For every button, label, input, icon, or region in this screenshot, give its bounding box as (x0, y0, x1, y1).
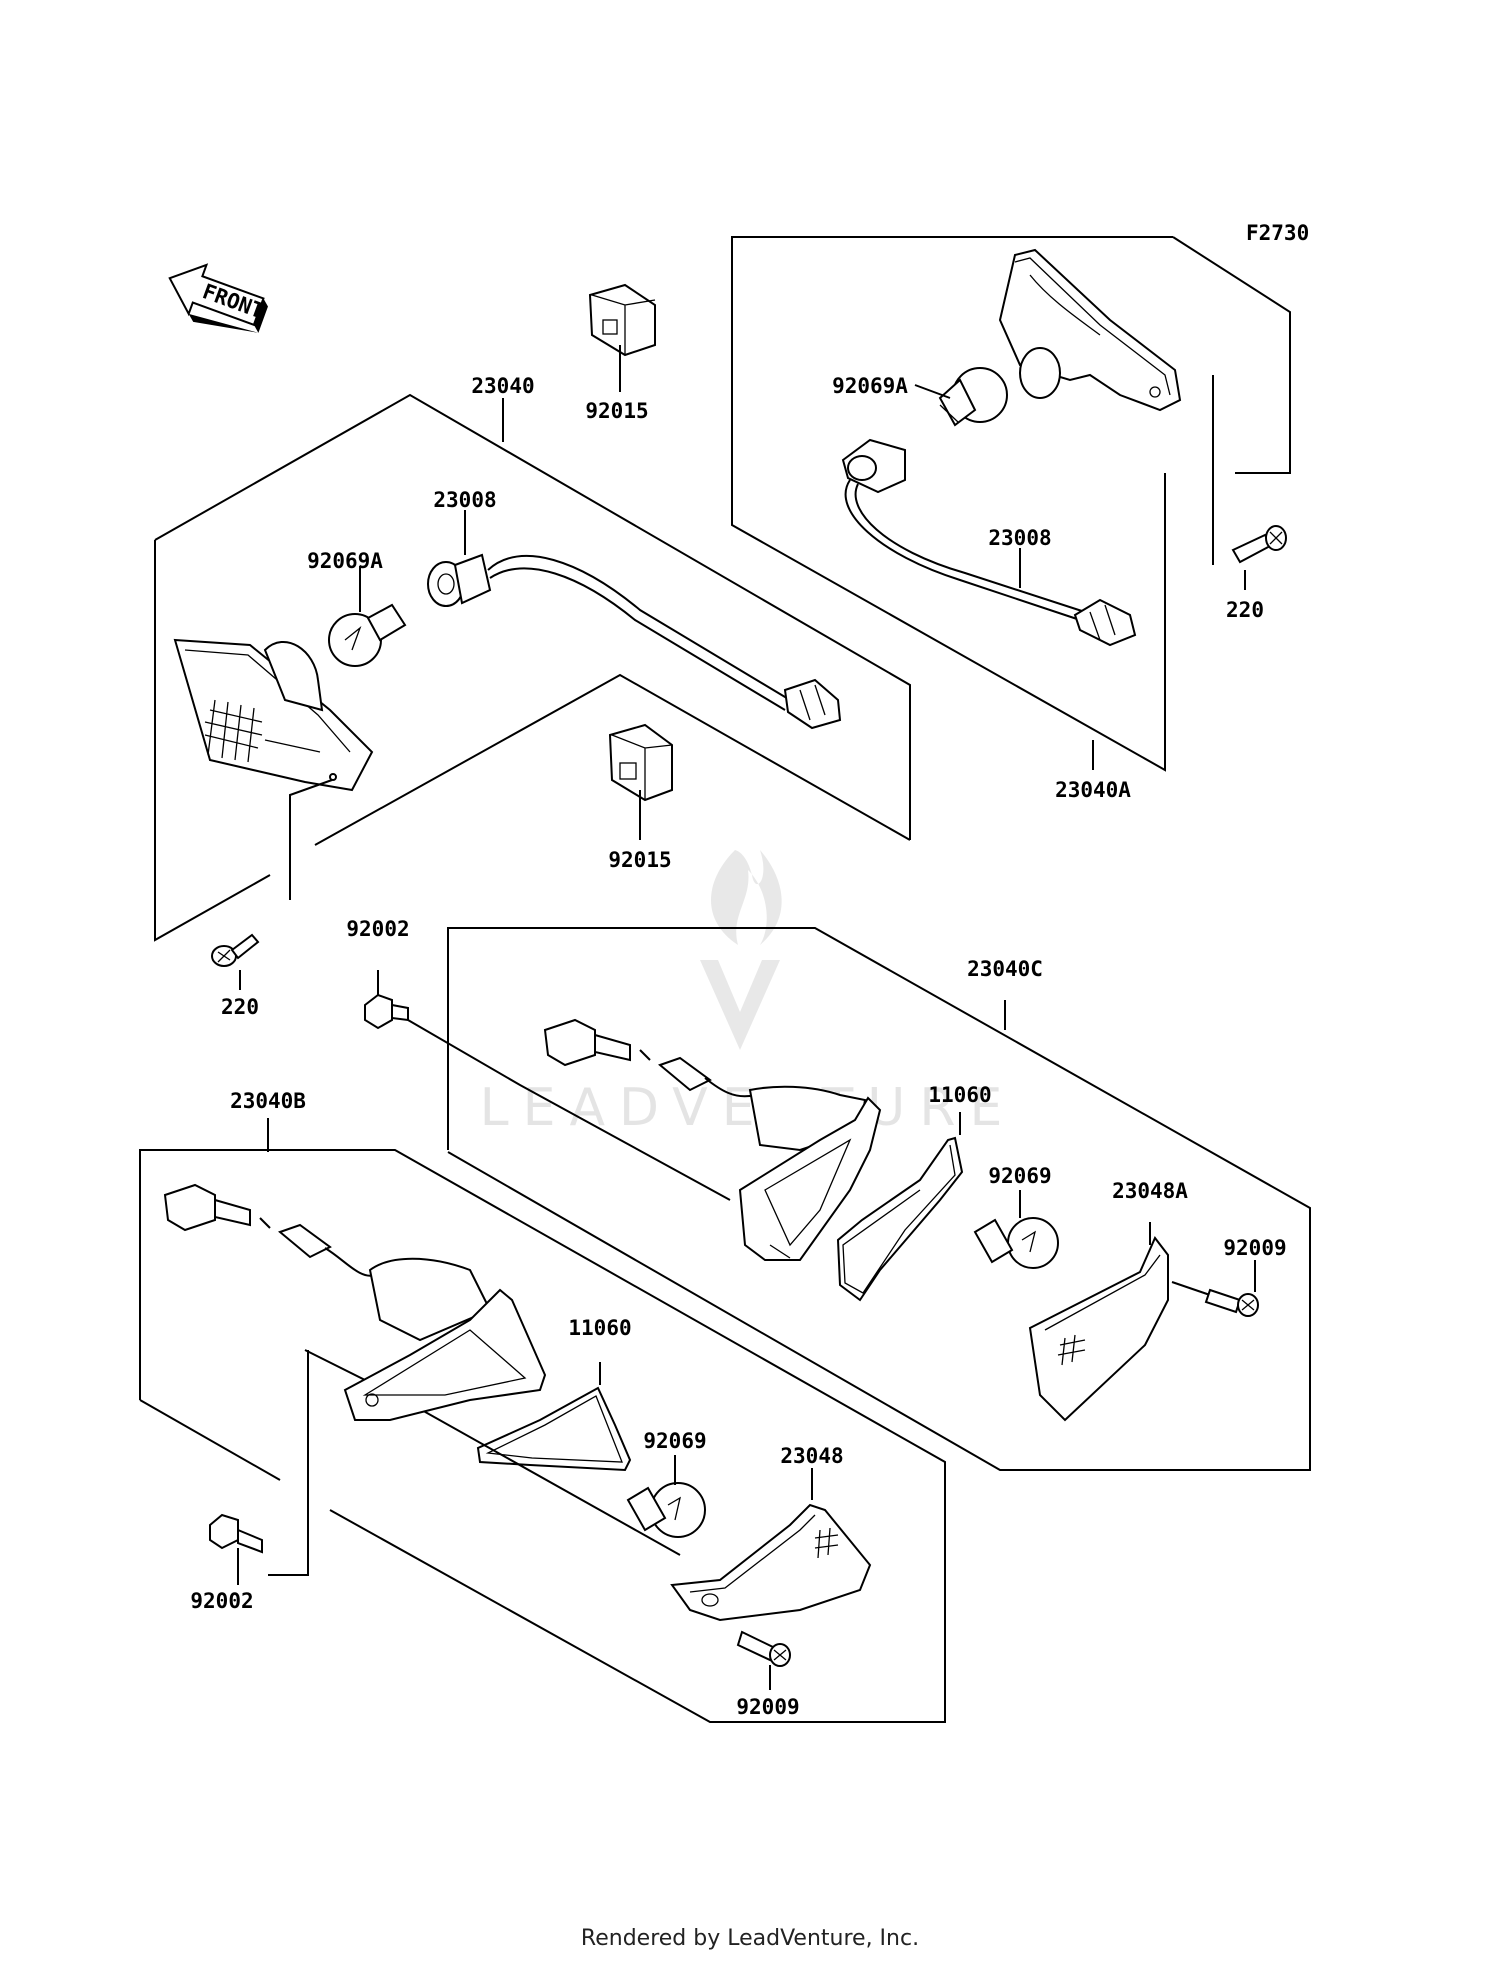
turn-signal-lens-front-left (173, 638, 374, 792)
callout-23040: 23040 (471, 374, 534, 398)
callout-220-left: 220 (221, 995, 259, 1019)
callout-92009-bottom: 92009 (736, 1695, 799, 1719)
bulb-92069-right (973, 1217, 1059, 1269)
front-arrow-icon: FRONT (168, 263, 268, 333)
bolt-92002-bottom: 92002 (190, 1513, 263, 1613)
callout-92069a-left: 92069A (307, 549, 383, 573)
gasket-11060-left (476, 1386, 632, 1472)
lens-23048 (670, 1503, 872, 1622)
turn-signal-housing-23040b (343, 1257, 547, 1421)
screw-92009-bottom: 92009 (736, 1630, 800, 1719)
bulb-92069a-left (328, 603, 407, 667)
callout-92069-right: 92069 (988, 1164, 1051, 1188)
socket-23008-right (841, 438, 1137, 647)
callout-23008-right: 23008 (988, 526, 1051, 550)
figure-code: F2730 (1246, 221, 1309, 245)
assembly-23040b: 23040B 11060 92069 (139, 1089, 946, 1723)
callout-92002-top: 92002 (346, 917, 409, 941)
assembly-23040c: 23040C 11060 92069 (407, 927, 1311, 1471)
leadventure-watermark: LEADVENTURE (480, 850, 1017, 1138)
assembly-23040a: 23040A 92069A 23008 (731, 236, 1291, 802)
bulb-92069a-right (938, 367, 1008, 427)
screw-92009-right: 92009 (1171, 1236, 1287, 1317)
callout-23048: 23048 (780, 1444, 843, 1468)
callout-23048a: 23048A (1112, 1179, 1188, 1203)
callout-23040a: 23040A (1055, 778, 1131, 802)
callout-92002-bottom: 92002 (190, 1589, 253, 1613)
callout-23040b: 23040B (230, 1089, 306, 1113)
connector-23040c (543, 1018, 756, 1098)
screw-220-left: 220 (211, 933, 260, 1019)
callout-23008-left: 23008 (433, 488, 496, 512)
turn-signal-housing-rear (998, 248, 1182, 412)
lens-23048a (1028, 1236, 1169, 1422)
screw-220-right: 220 (1212, 375, 1287, 622)
callout-92009-right: 92009 (1223, 1236, 1286, 1260)
connector-23040b (163, 1183, 376, 1277)
callout-92069-left: 92069 (643, 1429, 706, 1453)
clip-92015-top: 92015 (585, 283, 656, 423)
bulb-92069-left (626, 1482, 706, 1538)
clip-92015-mid: 92015 (608, 723, 673, 872)
socket-23008-left (427, 553, 842, 730)
gasket-11060-right (836, 1136, 964, 1302)
callout-11060-right: 11060 (928, 1083, 991, 1107)
callout-92015-top: 92015 (585, 399, 648, 423)
callout-11060-left: 11060 (568, 1316, 631, 1340)
callout-92015-mid: 92015 (608, 848, 671, 872)
callout-220-right: 220 (1226, 598, 1264, 622)
footer-credit: Rendered by LeadVenture, Inc. (581, 1926, 919, 1951)
assembly-23040: 23040 92069A 23008 (154, 374, 911, 942)
watermark-text: LEADVENTURE (480, 1078, 1017, 1138)
turn-signal-housing-23040c (738, 1085, 882, 1261)
callout-92069a-right: 92069A (832, 374, 908, 398)
bolt-92002-top: 92002 (346, 917, 410, 1030)
callout-23040c: 23040C (967, 957, 1043, 981)
